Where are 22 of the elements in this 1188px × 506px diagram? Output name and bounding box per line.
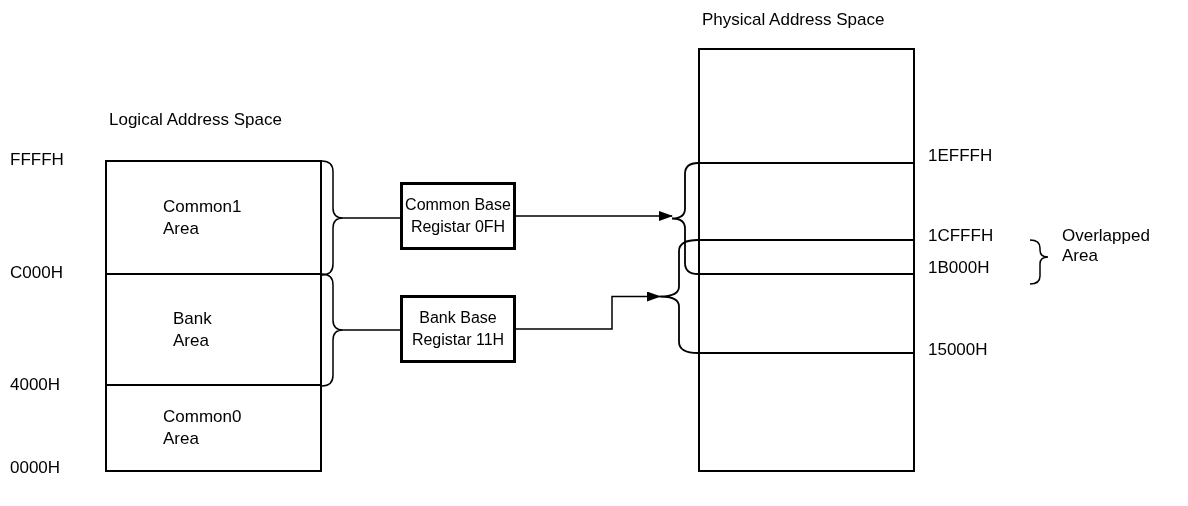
address-label: 15000H	[928, 340, 988, 360]
memory-region	[660, 239, 915, 354]
address-label: 0000H	[10, 458, 61, 478]
memory-area: Bank Area	[107, 275, 320, 386]
address-label: 4000H	[10, 375, 61, 395]
address-label: 1B000H	[928, 258, 990, 278]
space-title: Logical Address Space	[109, 110, 282, 130]
connector-line	[321, 160, 401, 276]
annotation-text: Overlapped Area	[1062, 226, 1150, 266]
arrow	[515, 291, 661, 330]
address-label: 1CFFFH	[928, 226, 994, 246]
connector-line	[321, 273, 401, 387]
memory-area: Common0 Area	[107, 386, 320, 470]
memory-region	[672, 162, 915, 275]
address-label: FFFFH	[10, 150, 64, 170]
arrow	[515, 211, 673, 221]
register-box: Bank Base Registar 11H	[400, 295, 516, 363]
address-label: C000H	[10, 263, 63, 283]
memory-area: Common1 Area	[107, 162, 320, 275]
space-title: Physical Address Space	[702, 10, 885, 30]
address-label: 1EFFFH	[928, 146, 993, 166]
register-box: Common Base Registar 0FH	[400, 182, 516, 250]
